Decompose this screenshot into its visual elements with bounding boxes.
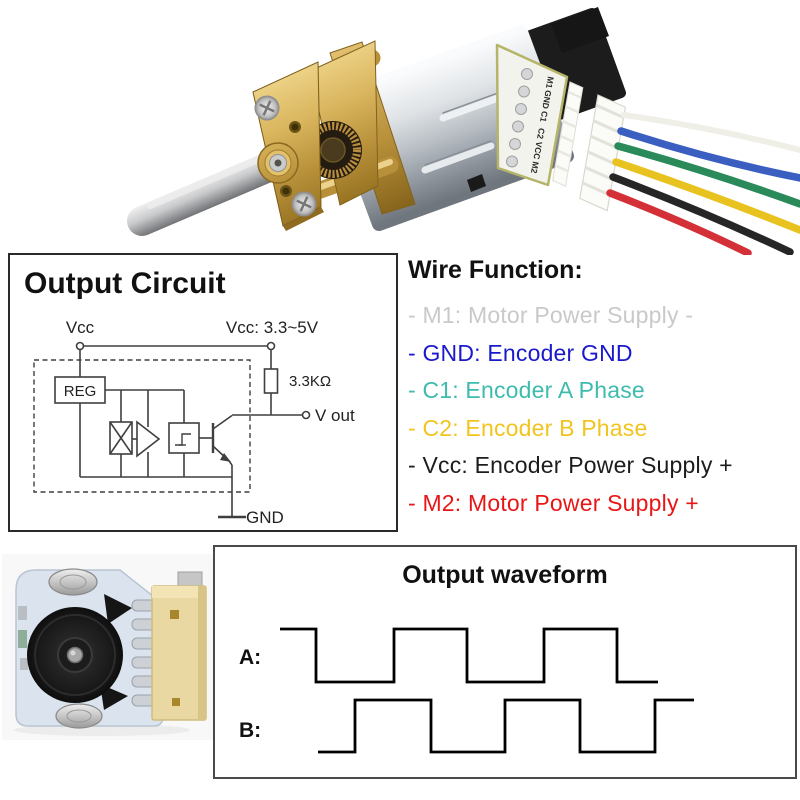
pcb-label-c2: C2 xyxy=(535,127,547,140)
wire-function-item-m1: - M1: Motor Power Supply - xyxy=(408,302,694,328)
pcb-label-m2: M2 xyxy=(529,161,541,175)
motor-tab-bottom xyxy=(55,703,103,729)
vcc-terminal xyxy=(75,341,85,351)
gearbox xyxy=(252,40,416,231)
wire-c1-green xyxy=(614,142,800,208)
pullup-resistor xyxy=(263,368,279,394)
waveform-title: Output waveform xyxy=(402,561,608,589)
output-circuit-panel: Output Circuit Vcc Vcc: 3.3~5V REG 3.3KΩ… xyxy=(8,253,398,532)
plate-screw xyxy=(291,191,317,217)
wire-function-item-c1: - C1: Encoder A Phase xyxy=(408,377,645,403)
npn-transistor-symbol xyxy=(211,414,233,517)
output-shaft xyxy=(127,142,299,236)
resistor-label: 3.3KΩ xyxy=(289,373,331,390)
channel-a-wave xyxy=(280,627,658,684)
wire-function-title: Wire Function: xyxy=(408,256,583,284)
encoder-photo xyxy=(2,554,214,740)
encoder-pcb: M1 GND C1 C2 VCC M2 xyxy=(495,43,584,187)
vout-terminal xyxy=(301,410,311,420)
wire-c2-yellow xyxy=(612,158,800,234)
channel-a-label: A: xyxy=(239,646,261,669)
pcb-label-m1: M1 xyxy=(544,76,556,90)
waveform-diagram: Output waveform A: B: xyxy=(239,561,694,754)
photo-sensor-symbol xyxy=(109,421,133,455)
wire-gnd-blue xyxy=(617,127,800,182)
pcb-label-c1: C1 xyxy=(538,110,550,123)
cable-plug xyxy=(579,94,627,212)
channel-b-wave xyxy=(318,698,694,754)
output-circuit-diagram: Output Circuit Vcc Vcc: 3.3~5V REG 3.3KΩ… xyxy=(24,267,355,527)
ic-dashed-enclosure xyxy=(33,359,251,493)
regulator-label: REG xyxy=(64,383,97,400)
vout-label: V out xyxy=(315,406,355,425)
vcc-range-label: Vcc: 3.3~5V xyxy=(226,318,319,337)
circuit-title: Output Circuit xyxy=(24,267,226,300)
wire-m2-red xyxy=(606,189,752,255)
plate-screw xyxy=(254,95,280,121)
wire-function-item-c2: - C2: Encoder B Phase xyxy=(408,414,648,441)
vcc-supply-terminal xyxy=(266,341,276,351)
amplifier-symbol xyxy=(136,420,161,458)
board-connector xyxy=(151,571,207,721)
wire-function-item-m2: - M2: Motor Power Supply + xyxy=(408,489,699,516)
channel-b-label: B: xyxy=(239,719,261,742)
motor-tab-top xyxy=(48,568,98,596)
shaft-pin xyxy=(66,646,84,664)
pcb-solder-pads xyxy=(506,68,533,168)
wire-vcc-black xyxy=(609,173,794,255)
pcb-label-gnd: GND xyxy=(540,89,553,109)
pcb-silkscreen-labels: M1 GND C1 C2 VCC M2 xyxy=(529,76,556,175)
gnd-label: GND xyxy=(246,508,284,527)
hall-sensor xyxy=(104,594,132,624)
smd-component xyxy=(18,606,27,620)
smd-component xyxy=(18,630,27,648)
smd-component xyxy=(20,658,28,670)
motor-photo: M1 GND C1 C2 VCC M2 xyxy=(127,7,800,255)
wire-function-item-vcc: - Vcc: Encoder Power Supply + xyxy=(408,452,733,478)
magnetic-disc xyxy=(27,607,123,703)
jst-socket xyxy=(552,81,584,187)
waveform-panel: Output waveform A: B: xyxy=(213,545,797,779)
wire-bundle xyxy=(606,112,800,255)
motor-vent-slot xyxy=(421,142,495,174)
pcb-label-vcc: VCC xyxy=(531,141,544,160)
wire-function-item-gnd: - GND: Encoder GND xyxy=(408,339,633,366)
wire-function-panel: Wire Function: - M1: Motor Power Supply … xyxy=(408,256,800,522)
schmitt-trigger-symbol xyxy=(168,422,200,454)
wire-m1-white xyxy=(621,112,800,153)
vcc-label: Vcc xyxy=(66,318,95,337)
